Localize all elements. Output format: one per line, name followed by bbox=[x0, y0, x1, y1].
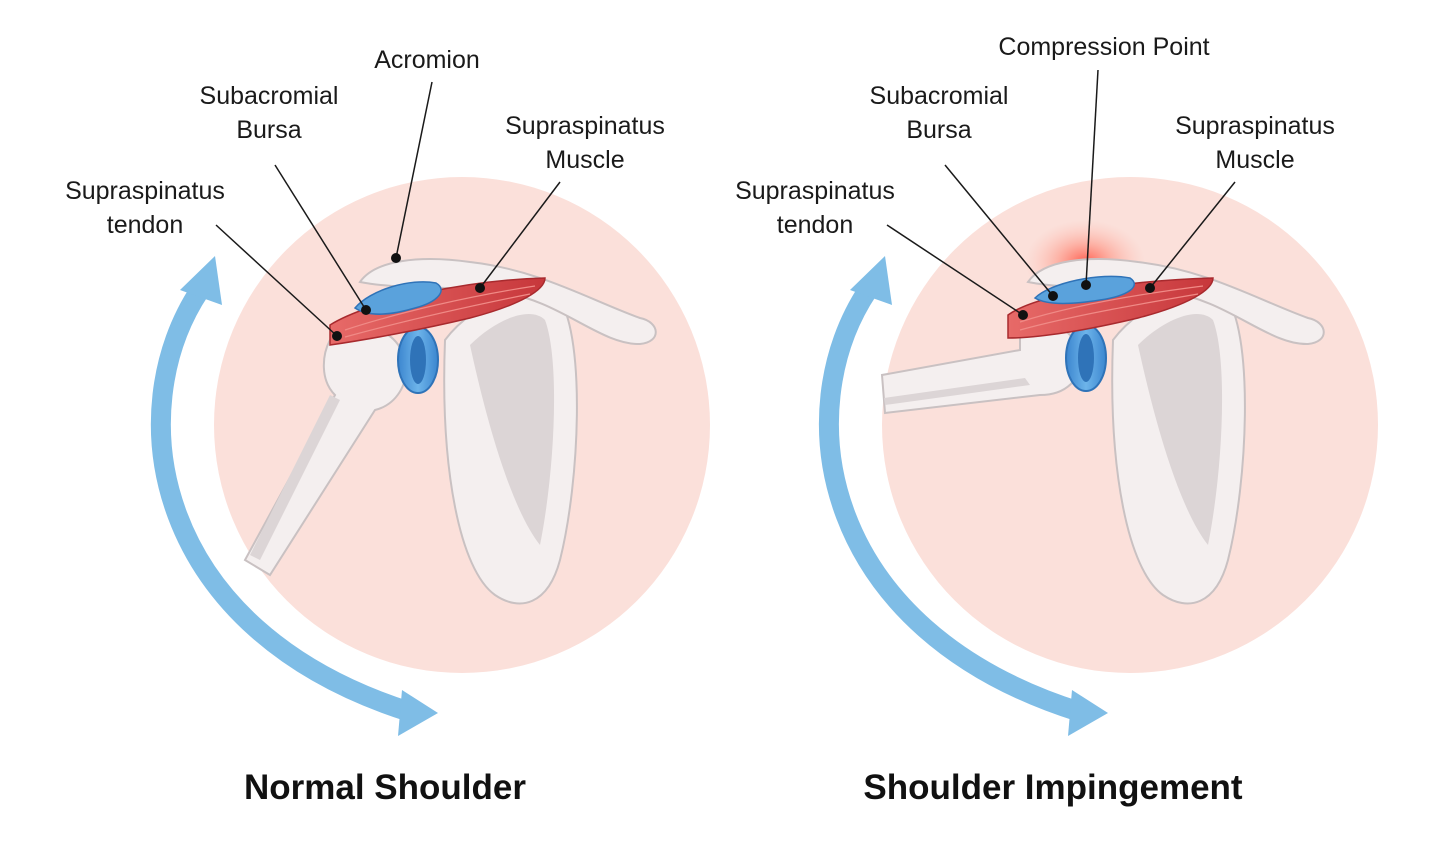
leader-acromion bbox=[395, 81, 433, 259]
label-supraspinatus-tendon-line2: tendon bbox=[777, 211, 853, 239]
dot-supraspinatus-tendon bbox=[332, 331, 342, 341]
label-acromion: Acromion bbox=[374, 46, 480, 74]
dot-supraspinatus-tendon bbox=[1018, 310, 1028, 320]
caption-normal-shoulder: Normal Shoulder bbox=[244, 768, 526, 807]
leader-supraspinatus-muscle bbox=[479, 181, 561, 289]
leader-subacromial-bursa bbox=[274, 164, 367, 311]
label-compression-point: Compression Point bbox=[998, 33, 1209, 61]
label-supraspinatus-tendon-line2: tendon bbox=[107, 211, 183, 239]
label-supraspinatus-tendon-line1: Supraspinatus bbox=[735, 177, 895, 205]
label-subacromial-bursa-line1: Subacromial bbox=[870, 82, 1009, 110]
scapula bbox=[1111, 289, 1246, 605]
range-of-motion-arrow bbox=[150, 256, 438, 736]
leader-compression-point bbox=[1085, 69, 1099, 286]
subacromial-bursa bbox=[353, 281, 442, 315]
dot-supraspinatus-muscle bbox=[475, 283, 485, 293]
leader-supraspinatus-muscle bbox=[1149, 181, 1236, 289]
dot-subacromial-bursa bbox=[1048, 291, 1058, 301]
dot-subacromial-bursa bbox=[361, 305, 371, 315]
normal-shoulder-panel: Acromion Subacromial Bursa Supraspinatus… bbox=[65, 46, 710, 807]
label-subacromial-bursa-line2: Bursa bbox=[906, 116, 971, 144]
caption-shoulder-impingement: Shoulder Impingement bbox=[863, 768, 1243, 807]
dot-compression-point bbox=[1081, 280, 1091, 290]
leader-supraspinatus-tendon bbox=[215, 224, 338, 337]
leader-supraspinatus-tendon bbox=[886, 224, 1024, 316]
scapula bbox=[443, 289, 578, 605]
subacromial-bursa bbox=[1033, 275, 1136, 305]
label-supraspinatus-muscle-line1: Supraspinatus bbox=[505, 112, 665, 140]
label-supraspinatus-muscle-line2: Muscle bbox=[1215, 146, 1294, 174]
label-subacromial-bursa-line1: Subacromial bbox=[200, 82, 339, 110]
label-subacromial-bursa-line2: Bursa bbox=[236, 116, 301, 144]
label-supraspinatus-muscle-line1: Supraspinatus bbox=[1175, 112, 1335, 140]
label-supraspinatus-tendon-line1: Supraspinatus bbox=[65, 177, 225, 205]
label-supraspinatus-muscle-line2: Muscle bbox=[545, 146, 624, 174]
dot-acromion bbox=[391, 253, 401, 263]
impingement-shoulder-panel: Compression Point Subacromial Bursa Supr… bbox=[735, 33, 1378, 807]
glenoid-cartilage bbox=[1065, 324, 1107, 392]
range-of-motion-arrow bbox=[818, 256, 1108, 736]
dot-supraspinatus-muscle bbox=[1145, 283, 1155, 293]
glenoid-cartilage bbox=[397, 326, 439, 394]
leader-subacromial-bursa bbox=[944, 164, 1054, 297]
